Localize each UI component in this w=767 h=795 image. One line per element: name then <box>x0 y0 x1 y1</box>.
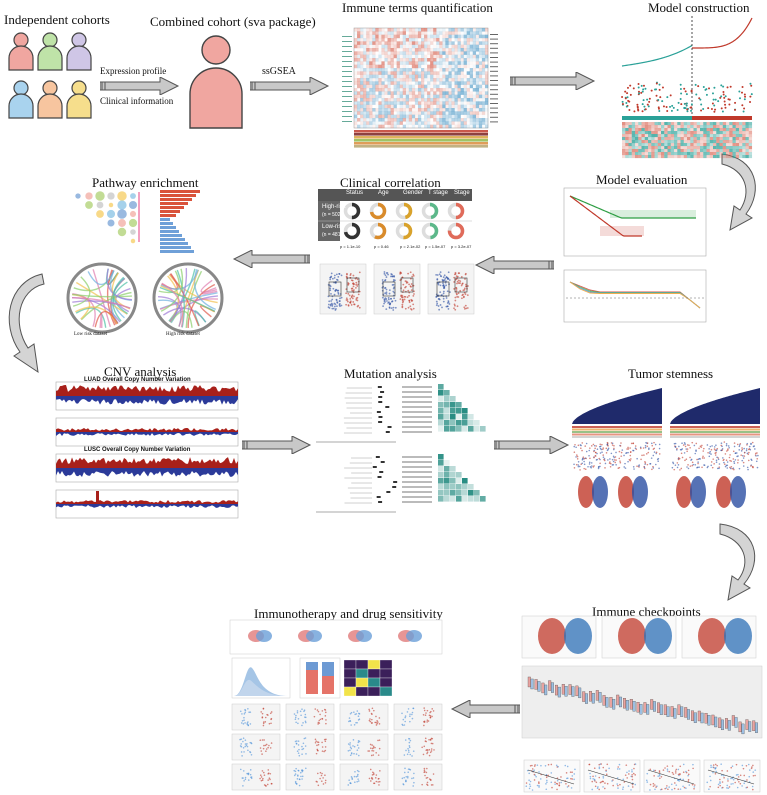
cnv-analysis-plot <box>55 381 239 519</box>
arrow-mutation-to-stemness <box>494 436 570 454</box>
arrow-curve-right-bottom <box>719 523 756 601</box>
clinical-header-status: Status <box>346 190 364 196</box>
arrow-curve-right-top <box>721 153 756 231</box>
title-clinical-correlation: Clinical correlation <box>340 175 441 190</box>
arrow-immune-to-model <box>510 72 596 90</box>
title-immune-terms: Immune terms quantification <box>342 0 493 15</box>
ssgsea-label: ssGSEA <box>262 66 296 77</box>
arrow-eval-to-clinical <box>474 256 554 274</box>
combined-cohort-person-icon <box>189 35 243 129</box>
clinical-header-gender: Gender <box>403 190 424 196</box>
mutation-analysis-plot <box>316 384 486 513</box>
clinical-correlation-table <box>318 189 472 255</box>
arrow-cohorts-to-combined <box>100 77 180 95</box>
title-mutation-analysis: Mutation analysis <box>344 366 437 381</box>
clinical-pvalue-age: p = 0.46 <box>374 244 389 249</box>
arrow-cnv-to-mutation <box>242 436 312 454</box>
low-risk-dataset-label: Low risk dataset <box>74 332 108 337</box>
immune-terms-heatmap <box>342 27 498 148</box>
clinical-header-stage: Stage <box>454 190 470 196</box>
title-combined-cohort: Combined cohort (sva package) <box>150 14 316 29</box>
clinical-row-high-n: (n = 502) <box>322 212 343 218</box>
title-pathway-enrichment: Pathway enrichment <box>92 175 199 190</box>
high-risk-dataset-label: High risk dataset <box>166 332 200 337</box>
title-model-evaluation: Model evaluation <box>596 172 688 187</box>
arrow-checkpoints-to-immuno <box>450 700 520 718</box>
independent-cohorts-people-icon <box>8 32 92 119</box>
title-immune-checkpoints: Immune checkpoints <box>592 604 701 619</box>
clinical-row-low-label: Low-risk <box>322 224 345 230</box>
clinical-row-high-label: High-risk <box>322 204 346 210</box>
title-immunotherapy: Immunotherapy and drug sensitivity <box>254 606 443 621</box>
tumor-stemness-plot <box>572 388 760 508</box>
pathway-enrichment-plot <box>66 190 224 334</box>
clinical-pvalue-gender: p = 2.1e-02 <box>400 244 421 249</box>
clinical-information-label: Clinical information <box>100 96 174 106</box>
model-construction-plot <box>621 16 753 159</box>
title-independent-cohorts: Independent cohorts <box>4 12 110 27</box>
immunotherapy-plot <box>229 619 443 791</box>
lusc-cnv-title: LUSC Overall Copy Number Variation <box>84 447 191 453</box>
title-cnv-analysis: CNV analysis <box>104 364 177 379</box>
clinical-pvalue-stage: p = 3.2e-07 <box>451 244 472 249</box>
model-evaluation-plot <box>563 187 707 323</box>
arrow-clinical-to-pathway <box>232 250 310 268</box>
luad-cnv-title: LUAD Overall Copy Number Variation <box>84 377 191 383</box>
arrow-curve-left <box>8 273 45 374</box>
clinical-pvalue-tstage: p = 1.5e-07 <box>425 244 446 249</box>
arrow-combined-to-immune <box>250 77 330 95</box>
clinical-pvalue-status: p = 1.1e-10 <box>340 244 361 249</box>
clinical-boxplots <box>319 263 475 315</box>
expression-profile-label: Expression profile <box>100 66 167 76</box>
clinical-header-tstage: T stage <box>428 190 448 196</box>
title-tumor-stemness: Tumor stemness <box>628 366 714 381</box>
immune-checkpoints-plot <box>521 615 763 793</box>
title-model-construction: Model construction <box>648 0 750 15</box>
clinical-row-low-n: (n = 481) <box>322 232 343 238</box>
clinical-header-age: Age <box>378 190 389 196</box>
